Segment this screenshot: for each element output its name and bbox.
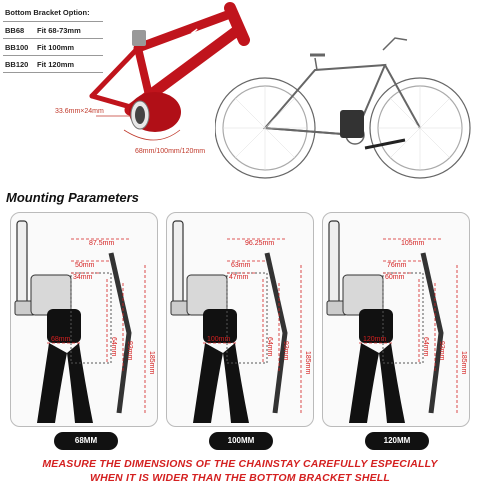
mounting-panel: 96.25mm 63mm 47mm 100mm 64mm 93mm 185mm (166, 212, 314, 427)
shell-width-label: 68mm/100mm/120mm (135, 148, 206, 155)
bb-code: BB100 (5, 43, 29, 52)
dim-v3: 185mm (148, 351, 155, 375)
dim-v2: 93mm (282, 341, 289, 361)
right-crank-arm (420, 252, 444, 414)
dim-v3: 185mm (460, 351, 467, 375)
panel-size-label: 100MM (209, 432, 273, 450)
dim-v1: 64mm (266, 337, 273, 357)
dim-v2: 93mm (438, 341, 445, 361)
fork (384, 64, 421, 129)
bb-shell (203, 309, 237, 343)
dim-d1: 50mm (75, 262, 95, 269)
left-crank-arm (326, 220, 348, 316)
frame-seat-stay (89, 45, 141, 99)
red-frame-illustration: T (89, 2, 250, 141)
chainstay-left (193, 343, 223, 423)
dim-v1: 64mm (422, 337, 429, 357)
shell-diameter-label: 33.6mm×24mm (55, 108, 104, 115)
dim-top: 96.25mm (245, 240, 274, 247)
dim-top: 105mm (401, 240, 425, 247)
bb-code: BB68 (5, 26, 25, 35)
bb-option-title: Bottom Bracket Option: (3, 4, 103, 22)
left-crank-arm (170, 220, 192, 316)
bb-shell (359, 309, 393, 343)
bb-fit: Fit 100mm (37, 43, 75, 52)
chainstay-right (223, 343, 249, 423)
right-crank-arm (264, 252, 288, 414)
mounting-drawing: 87.5mm 50mm 34mm 68mm 64mm 93mm 185mm (14, 220, 155, 423)
dim-v3: 185mm (304, 351, 311, 375)
footer-warning-line2: WHEN IT IS WIDER THAN THE BOTTOM BRACKET… (89, 472, 391, 484)
chainstay-left (349, 343, 379, 423)
bike-frame-outline (262, 63, 387, 137)
crank-arm (364, 138, 406, 150)
dim-d3: 68mm (51, 336, 71, 343)
panel-size-label: 120MM (365, 432, 429, 450)
footer-warning-line1: MEASURE THE DIMENSIONS OF THE CHAINSTAY … (42, 458, 438, 470)
panel-size-label: 68MM (54, 432, 118, 450)
bb-code: BB120 (5, 60, 29, 69)
mounting-panel: 105mm 76mm 60mm 120mm 64mm 93mm 185mm (322, 212, 470, 427)
bb-fit: Fit 120mm (37, 60, 75, 69)
dim-d1: 76mm (387, 262, 407, 269)
mid-drive-motor (340, 110, 364, 138)
dim-d2: 34mm (73, 274, 93, 281)
dim-d3: 100mm (207, 336, 231, 343)
dim-d3: 120mm (363, 336, 387, 343)
right-crank-arm (108, 252, 132, 414)
mounting-panel: 87.5mm 50mm 34mm 68mm 64mm 93mm 185mm (10, 212, 158, 427)
seat-clamp (132, 30, 146, 46)
bb-option-row: BB120 Fit 120mm (3, 56, 103, 73)
dim-d2: 60mm (385, 274, 405, 281)
bicycle-sketch (215, 37, 471, 179)
bb-option-table: Bottom Bracket Option: BB68 Fit 68-73mm … (3, 4, 103, 73)
rear-wheel (215, 77, 316, 179)
handlebar (382, 37, 408, 51)
bb-option-row: BB100 Fit 100mm (3, 39, 103, 56)
dim-v1: 64mm (110, 337, 117, 357)
front-wheel (369, 77, 471, 179)
dim-top: 87.5mm (89, 240, 114, 247)
mounting-drawing: 96.25mm 63mm 47mm 100mm 64mm 93mm 185mm (170, 220, 311, 423)
chainstay-right (67, 343, 93, 423)
frame-top-tube (133, 9, 235, 53)
dim-v2: 93mm (126, 341, 133, 361)
chainstay-left (37, 343, 67, 423)
mounting-parameters-title: Mounting Parameters (6, 190, 139, 205)
dim-d2: 47mm (229, 274, 249, 281)
chainstay-right (379, 343, 405, 423)
bb-option-row: BB68 Fit 68-73mm (3, 22, 103, 39)
mounting-drawing: 105mm 76mm 60mm 120mm 64mm 93mm 185mm (326, 220, 467, 423)
left-crank-arm (14, 220, 36, 316)
bb-fit: Fit 68-73mm (37, 26, 81, 35)
dim-d1: 63mm (231, 262, 251, 269)
frame-head-tube (224, 2, 250, 46)
bb-shell (47, 309, 81, 343)
